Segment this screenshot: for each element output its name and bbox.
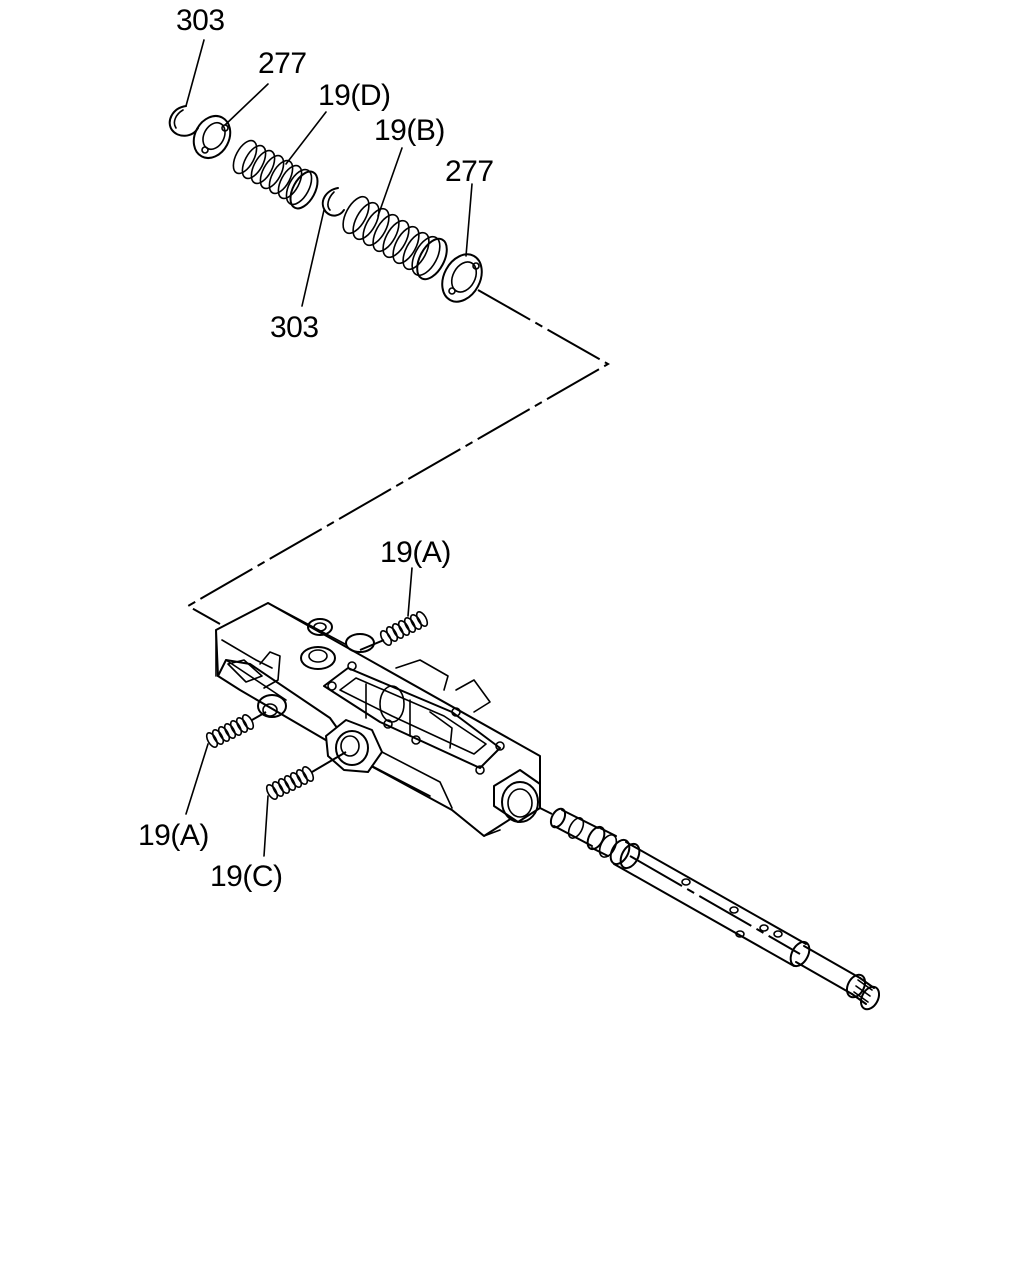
snap-ring-303-middle	[321, 187, 345, 217]
leader-19b	[377, 147, 403, 217]
leader-303-middle	[301, 209, 325, 307]
label-19a-upper: 19(A)	[380, 536, 451, 569]
assembly-line	[185, 289, 611, 625]
spring-19c	[265, 765, 315, 801]
leader-277-top	[224, 83, 269, 126]
axis-19a-upper	[359, 639, 385, 651]
label-277-right: 277	[445, 155, 494, 188]
label-19c: 19(C)	[210, 860, 283, 893]
spring-19b	[342, 195, 448, 281]
leader-19a-upper	[407, 567, 413, 617]
spring-19a-lower	[205, 713, 255, 749]
snap-ring-303-top	[168, 105, 199, 137]
spring-19a-upper	[379, 610, 429, 647]
spring-19d	[232, 139, 319, 210]
axis-shaft-center	[629, 855, 801, 955]
leader-19c	[263, 795, 269, 857]
axis-19a-lower	[251, 711, 267, 721]
axis-19c	[311, 751, 347, 773]
leader-19d	[285, 111, 327, 165]
leader-19a-lower	[185, 743, 209, 815]
leader-277-right	[465, 183, 473, 257]
label-19b: 19(B)	[374, 114, 445, 147]
axis-shaft	[539, 807, 553, 815]
retainer-277-right	[441, 253, 483, 303]
label-277-top: 277	[258, 47, 307, 80]
valve-shaft	[549, 807, 881, 1011]
retainer-277-top	[192, 114, 232, 160]
label-303-middle: 303	[270, 311, 319, 344]
valve-body	[215, 602, 541, 837]
label-19a-lower: 19(A)	[138, 819, 209, 852]
leader-303-top	[185, 39, 205, 107]
label-303-top: 303	[176, 4, 225, 37]
label-19d: 19(D)	[318, 79, 391, 112]
